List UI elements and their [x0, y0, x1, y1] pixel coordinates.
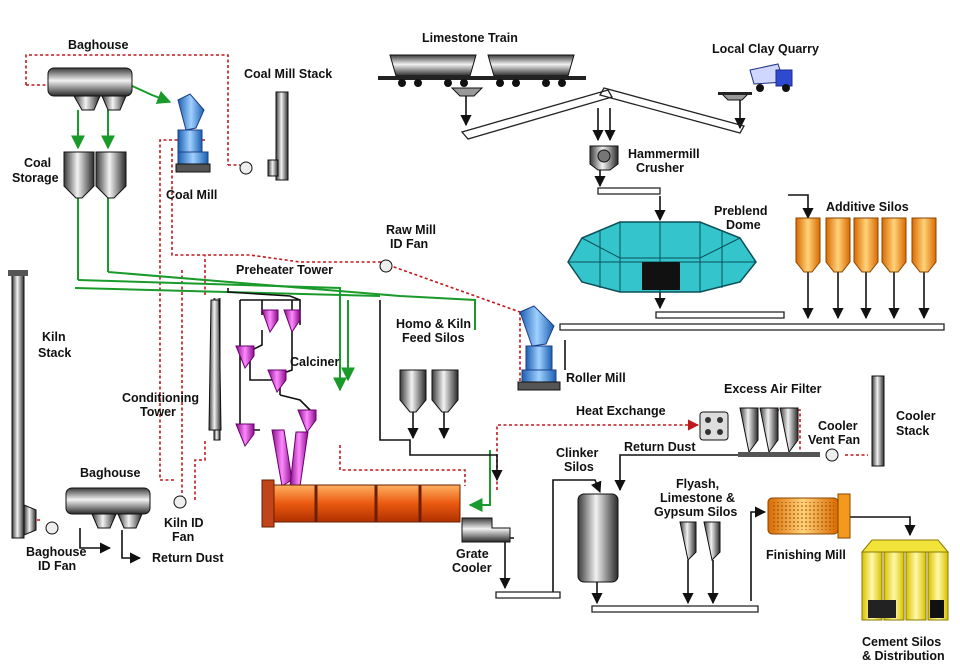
label-cooler-stack-line2: Stack: [896, 424, 929, 438]
label-local-clay-quarry: Local Clay Quarry: [712, 42, 819, 56]
label-coal-storage-line1: Coal: [24, 156, 51, 170]
label-baghouse-top: Baghouse: [68, 38, 128, 52]
cooler-stack: [871, 375, 885, 467]
label-cooler-vent-line2: Vent Fan: [808, 433, 860, 447]
label-calciner: Calciner: [290, 355, 339, 369]
calciner: [271, 429, 309, 487]
label-grate-line2: Cooler: [452, 561, 492, 575]
roller-mill: [517, 305, 561, 391]
label-homo-line2: Feed Silos: [402, 331, 465, 345]
conveyor-belts: [460, 87, 945, 613]
label-roller-mill: Roller Mill: [566, 371, 626, 385]
label-additive-silos: Additive Silos: [826, 200, 909, 214]
label-flyash-line1: Flyash,: [676, 477, 719, 491]
label-hammermill-line1: Hammermill: [628, 147, 700, 161]
raw-mill-id-fan: [379, 259, 393, 273]
label-cement-line1: Cement Silos: [862, 635, 941, 649]
label-return-dust-right: Return Dust: [624, 440, 696, 454]
label-baghouse-fan-line2: ID Fan: [38, 559, 76, 573]
baghouse-bottom: [65, 487, 187, 529]
label-cooler-stack-line1: Cooler: [896, 409, 936, 423]
label-flyash-line3: Gypsum Silos: [654, 505, 737, 519]
coal-mill-stack: [239, 91, 289, 181]
label-raw-mill-fan-line2: ID Fan: [390, 237, 428, 251]
label-preblend-line2: Dome: [726, 218, 761, 232]
label-coal-mill-stack: Coal Mill Stack: [244, 67, 332, 81]
label-coal-mill: Coal Mill: [166, 188, 217, 202]
label-conditioning-line1: Conditioning: [122, 391, 199, 405]
label-finishing-mill: Finishing Mill: [766, 548, 846, 562]
label-limestone-train: Limestone Train: [422, 31, 518, 45]
label-clinker-line1: Clinker: [556, 446, 599, 460]
rotary-kiln: [261, 479, 461, 528]
excess-air-filter: [738, 407, 839, 462]
label-raw-mill-fan-line1: Raw Mill: [386, 223, 436, 237]
kiln-stack: [8, 270, 59, 539]
coal-storage-silos: [63, 151, 127, 199]
conditioning-tower: [208, 299, 222, 431]
diagram-labels: Baghouse Coal Mill Stack Limestone Train…: [12, 31, 945, 663]
label-kiln-fan-line2: Fan: [172, 530, 194, 544]
label-hammermill-line2: Crusher: [636, 161, 684, 175]
grate-cooler: [461, 517, 511, 543]
label-coal-storage-line2: Storage: [12, 171, 59, 185]
heat-exchanger: [699, 411, 729, 441]
label-kiln-stack-line2: Stack: [38, 346, 71, 360]
label-grate-line1: Grate: [456, 547, 489, 561]
label-homo-line1: Homo & Kiln: [396, 317, 471, 331]
label-return-dust-left: Return Dust: [152, 551, 224, 565]
label-cooler-vent-line1: Cooler: [818, 419, 858, 433]
clinker-silo: [577, 493, 619, 583]
label-preblend-line1: Preblend: [714, 204, 768, 218]
label-baghouse-bottom: Baghouse: [80, 466, 140, 480]
limestone-train: [378, 54, 586, 97]
label-preheater-tower: Preheater Tower: [236, 263, 333, 277]
cement-silos: [860, 539, 950, 621]
label-clinker-line2: Silos: [564, 460, 594, 474]
label-flyash-line2: Limestone &: [660, 491, 735, 505]
finishing-mill: [767, 493, 851, 539]
label-kiln-stack-line1: Kiln: [42, 330, 66, 344]
quarry-truck-icon: [718, 63, 793, 101]
label-excess-air-filter: Excess Air Filter: [724, 382, 822, 396]
additive-silos: [795, 217, 937, 273]
material-flow-lines: [79, 88, 930, 605]
coal-mill: [175, 93, 211, 173]
homo-kiln-feed-silos: [399, 369, 459, 413]
label-baghouse-fan-line1: Baghouse: [26, 545, 86, 559]
label-conditioning-line2: Tower: [140, 405, 176, 419]
label-cement-line2: & Distribution: [862, 649, 945, 663]
preheater-cyclones: [235, 309, 317, 448]
label-heat-exchange: Heat Exchange: [576, 404, 666, 418]
label-kiln-fan-line1: Kiln ID: [164, 516, 204, 530]
flyash-limestone-gypsum-silos: [679, 521, 721, 562]
preblend-dome: [567, 221, 757, 293]
hammermill-crusher: [589, 145, 619, 188]
baghouse-top: [47, 67, 133, 111]
